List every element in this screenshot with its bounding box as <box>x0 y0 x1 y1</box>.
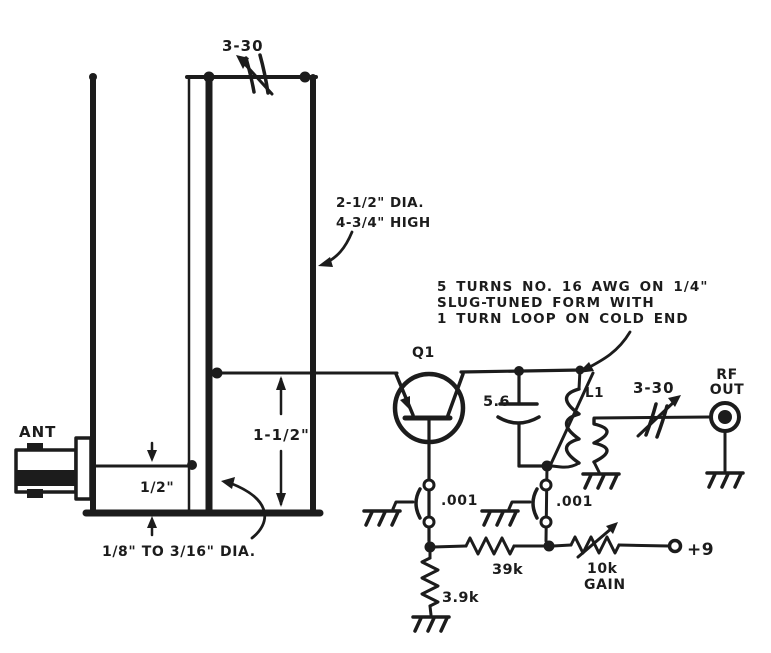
bypass-cap-1 <box>391 478 436 529</box>
coil-turns <box>564 387 581 465</box>
ground-symbol <box>362 509 402 527</box>
bypass-cap-1-label: .001 <box>441 493 478 509</box>
coupling-loop <box>592 415 712 474</box>
arrowhead-dim-up <box>276 376 286 390</box>
rf-out-label-line1: RF <box>716 367 738 383</box>
coil-l1 <box>548 368 595 469</box>
can-dimension-line1: 2-1/2" DIA. <box>336 195 424 211</box>
top-trimmer-label: 3-30 <box>222 37 264 55</box>
diagram-fills <box>16 55 732 553</box>
rf-out-label-line2: OUT <box>710 382 745 398</box>
whip-tip <box>89 73 97 81</box>
rod-note-leader <box>228 481 267 540</box>
supply-label: +9 <box>687 540 714 560</box>
bypass-cap-2-label: .001 <box>556 494 593 510</box>
trimmer-arrow-shaft <box>241 60 274 96</box>
coil-note-line1: 5 TURNS NO. 16 AWG ON 1/4" <box>437 279 709 295</box>
bnc-lug <box>27 443 43 451</box>
loop-turns <box>592 417 609 464</box>
coil-note-line2: SLUG-TUNED FORM WITH <box>437 295 655 311</box>
arrowhead-can-note <box>318 257 333 267</box>
junction-dot <box>299 71 311 83</box>
gain-pot-10k <box>551 526 671 559</box>
pot-arrow-shaft <box>576 526 614 559</box>
can-dimension-line2: 4-3/4" HIGH <box>336 215 431 231</box>
arrowhead-coil-note <box>578 362 594 373</box>
trimmer-arrow-shaft <box>636 398 678 438</box>
ground-symbol <box>480 509 520 527</box>
coil-note-leader <box>584 330 632 371</box>
cap-curved-plate <box>496 415 541 425</box>
resistor-zigzag <box>464 536 516 556</box>
bnc-lug <box>27 489 43 498</box>
rod-diameter-label: 1/8" TO 3/16" DIA. <box>102 544 256 560</box>
bnc-band <box>16 470 76 486</box>
resistor-zigzag <box>420 556 440 608</box>
ground-symbol <box>411 615 451 633</box>
bypass-cap-2 <box>507 464 553 543</box>
tap-height-label: 1-1/2" <box>253 426 310 444</box>
ground-symbol <box>581 472 621 490</box>
gain-pot-name-label: GAIN <box>584 577 626 593</box>
transistor-label: Q1 <box>412 345 435 361</box>
cap-value-label: 5.6 <box>483 394 510 410</box>
transistor-emitter-lead <box>394 372 415 417</box>
arrowhead-top-trimmer <box>236 55 249 69</box>
ground-link <box>391 500 415 511</box>
feedthrough-plate <box>414 487 422 520</box>
output-trimmer-label: 3-30 <box>633 379 675 397</box>
arrowhead-rod-note <box>221 477 235 489</box>
resistor-3-9k <box>420 549 440 617</box>
arrowhead-dim-down <box>276 493 286 507</box>
junction-dot <box>211 367 223 379</box>
transistor-collector-lead <box>445 372 465 420</box>
ground-symbol <box>705 471 745 489</box>
coil-label: L1 <box>585 385 604 401</box>
resistor-zigzag <box>569 535 621 555</box>
feed-tap-height-label: 1/2" <box>140 480 174 496</box>
diagram-labels: ANT 3-30 2-1/2" DIA. 4-3/4" HIGH 1-1/2" … <box>19 37 744 606</box>
ant-label: ANT <box>19 423 56 441</box>
ground-link <box>507 500 532 511</box>
base-resistor-label: 39k <box>492 562 523 578</box>
output-trimmer-capacitor <box>636 398 678 439</box>
slug-line <box>548 371 595 468</box>
supply-terminal <box>667 538 683 554</box>
gain-pot-value-label: 10k <box>587 561 618 577</box>
feedthrough-plate <box>531 487 539 520</box>
coil-note-line3: 1 TURN LOOP ON COLD END <box>437 311 689 327</box>
mounting-plate <box>74 436 93 501</box>
arrowhead-dim-down <box>147 450 157 462</box>
cap-5-6 <box>496 369 547 468</box>
junction-dot <box>543 540 555 552</box>
emitter-resistor-label: 3.9k <box>442 590 479 606</box>
trimmer-plate <box>644 402 658 437</box>
junction-dot <box>187 460 197 470</box>
arrowhead-dim-up <box>147 516 157 528</box>
jack-center-pin <box>718 410 732 424</box>
resistor-39k <box>431 536 547 556</box>
junction-dot <box>541 460 553 472</box>
junction-dot <box>514 366 524 376</box>
arrowhead-emitter <box>400 396 410 410</box>
arrowhead-out-trimmer <box>668 395 681 407</box>
junction-dot <box>424 541 436 553</box>
arrowhead-pot <box>606 522 618 534</box>
junction-dot <box>203 71 215 83</box>
